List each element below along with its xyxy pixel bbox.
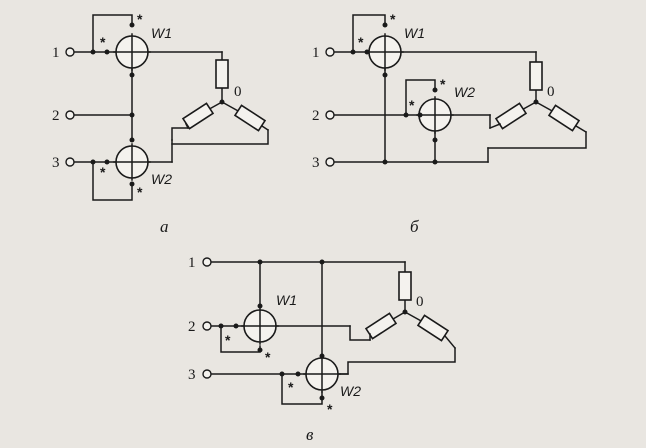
terminal-1: [65, 47, 75, 57]
meter-label-w1: W1: [404, 25, 425, 41]
star-mark: *: [327, 401, 333, 417]
caption-a: а: [160, 217, 169, 236]
star-mark: *: [440, 76, 446, 92]
meter-label-w1: W1: [276, 292, 297, 308]
terminal-1: [325, 47, 335, 57]
caption-b: б: [410, 217, 419, 236]
star-mark: *: [137, 11, 143, 27]
caption-c: в: [306, 425, 314, 444]
terminal-label-1: 1: [52, 45, 60, 61]
wattmeter-w2: [113, 143, 151, 181]
circuit-a: 1 2 3 W1 W2 * * * * 0 а: [52, 11, 270, 236]
terminal-label-3: 3: [52, 155, 60, 171]
meter-label-w1: W1: [151, 25, 172, 41]
star-mark: *: [225, 332, 231, 348]
circuit-c: 1 2 3 W1 W2 * * * * 0 в: [188, 255, 457, 444]
neutral-label: 0: [547, 84, 555, 100]
terminal-3: [202, 369, 212, 379]
terminal-1: [202, 257, 212, 267]
star-mark: *: [100, 34, 106, 50]
load-star: [489, 61, 588, 134]
terminal-label-1: 1: [188, 255, 196, 271]
star-mark: *: [288, 379, 294, 395]
terminal-label-2: 2: [188, 319, 196, 335]
circuit-b: 1 2 3 W1 W2 * * * * 0 б: [312, 11, 588, 236]
star-mark: *: [409, 97, 415, 113]
terminal-label-3: 3: [188, 367, 196, 383]
wattmeter-w1: [113, 33, 151, 71]
star-mark: *: [390, 11, 396, 27]
star-mark: *: [100, 164, 106, 180]
neutral-label: 0: [234, 84, 242, 100]
terminal-2: [325, 110, 335, 120]
meter-label-w2: W2: [454, 84, 475, 100]
load-star: [181, 59, 270, 132]
terminal-label-3: 3: [312, 155, 320, 171]
star-mark: *: [137, 184, 143, 200]
wattmeter-w1: [241, 307, 279, 345]
star-mark: *: [358, 34, 364, 50]
neutral-label: 0: [416, 294, 424, 310]
terminal-label-1: 1: [312, 45, 320, 61]
terminal-2: [65, 110, 75, 120]
meter-label-w2: W2: [340, 383, 361, 399]
terminal-3: [325, 157, 335, 167]
star-mark: *: [265, 349, 271, 365]
terminal-2: [202, 321, 212, 331]
load-star: [364, 271, 457, 350]
terminal-label-2: 2: [312, 108, 320, 124]
terminal-label-2: 2: [52, 108, 60, 124]
terminal-3: [65, 157, 75, 167]
wattmeter-w2: [303, 355, 341, 393]
meter-label-w2: W2: [151, 171, 172, 187]
wattmeter-w1: [366, 33, 404, 71]
